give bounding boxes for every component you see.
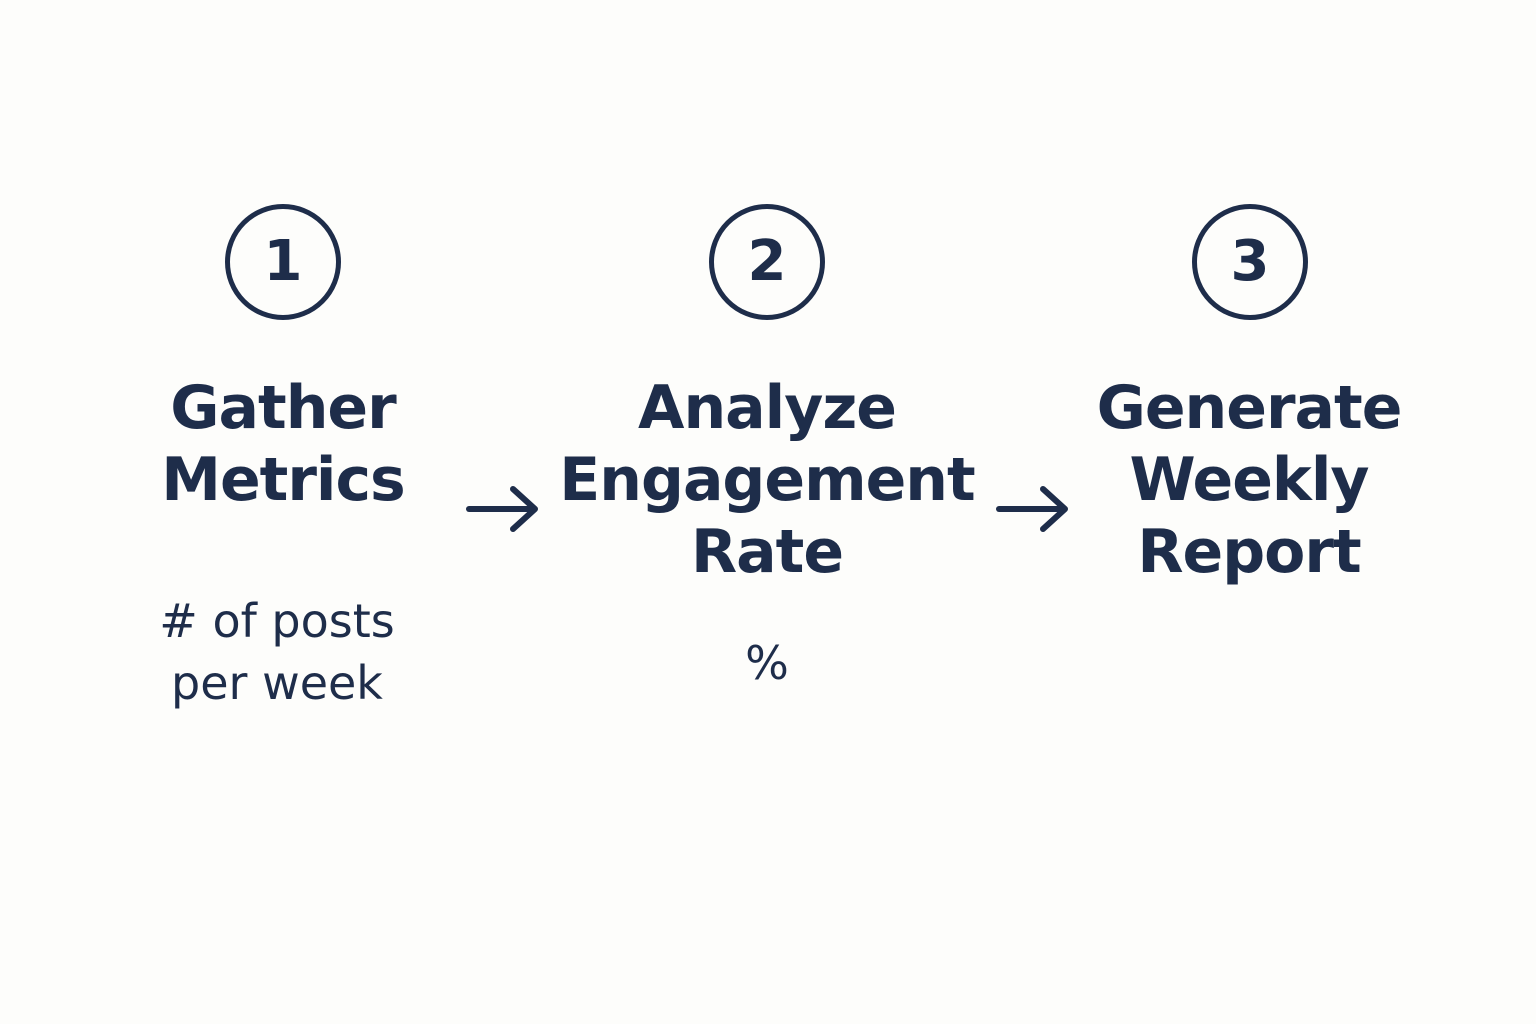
step-1-title: Gather Metrics (63, 372, 503, 516)
step-1-title-line-1: Gather (170, 373, 396, 443)
step-2-title-line-2: Engagement (559, 445, 975, 515)
arrow-right-icon (466, 486, 538, 532)
step-2-subtitle: % (547, 632, 987, 694)
step-3-number: 3 (1230, 229, 1270, 294)
step-1-number: 1 (263, 229, 303, 294)
step-3-title: Generate Weekly Report (1029, 372, 1469, 588)
step-1-subtitle-line-1: # of posts (159, 594, 395, 648)
step-1-title-line-2: Metrics (161, 445, 406, 515)
step-2-title-line-1: Analyze (638, 373, 897, 443)
step-2-subtitle-line-1: % (745, 636, 789, 690)
step-3-title-line-2: Weekly (1129, 445, 1369, 515)
step-2-title-line-3: Rate (690, 517, 844, 587)
step-3-number-circle: 3 (1192, 204, 1308, 320)
step-2-title: Analyze Engagement Rate (547, 372, 987, 588)
step-2-number: 2 (747, 229, 787, 294)
step-1-subtitle: # of posts per week (57, 590, 497, 714)
arrow-right-icon (996, 486, 1068, 532)
step-1-number-circle: 1 (225, 204, 341, 320)
step-3-title-line-1: Generate (1096, 373, 1403, 443)
step-2-number-circle: 2 (709, 204, 825, 320)
step-3-title-line-3: Report (1137, 517, 1361, 587)
step-1-subtitle-line-2: per week (171, 656, 383, 710)
